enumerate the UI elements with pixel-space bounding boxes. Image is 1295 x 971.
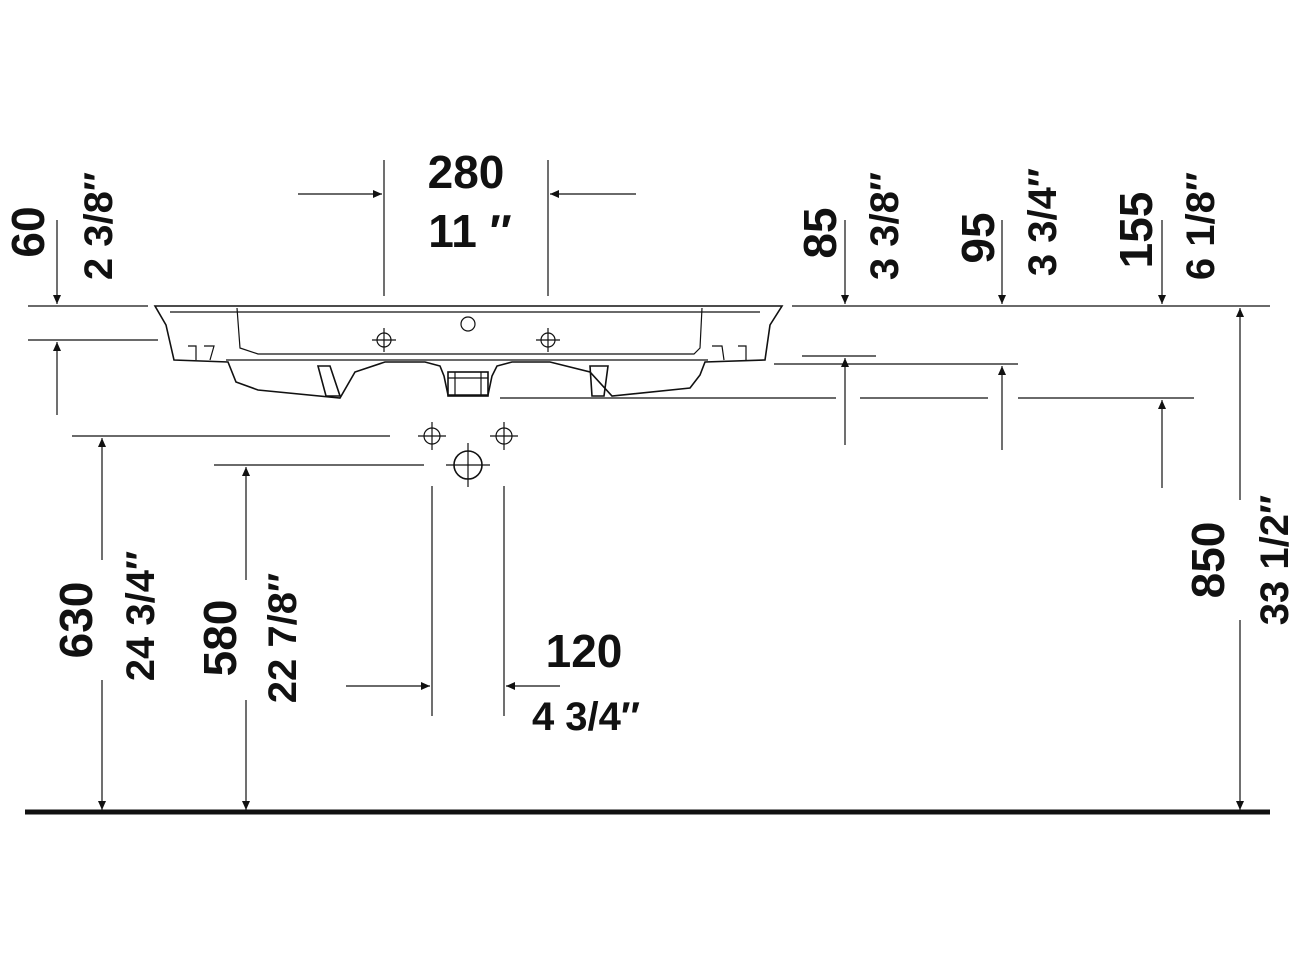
dim-95-inch: 3 3/4″ [1021, 168, 1065, 276]
dim-120-mm: 120 [546, 625, 623, 677]
dim-60-mm: 60 [2, 206, 54, 257]
dim-280-mm: 280 [428, 146, 505, 198]
dimension-630: 630 24 3/4″ [50, 438, 163, 810]
dim-580-inch: 22 7/8″ [261, 573, 305, 703]
dimension-95: 95 3 3/4″ [952, 168, 1065, 450]
dim-95-mm: 95 [952, 212, 1004, 263]
dim-280-inch: 11 ″ [428, 205, 511, 257]
dim-630-mm: 630 [50, 582, 102, 659]
dim-630-inch: 24 3/4″ [119, 551, 163, 681]
dim-850-inch: 33 1/2″ [1253, 495, 1295, 625]
dimension-580: 580 22 7/8″ [194, 467, 305, 810]
dim-580-mm: 580 [194, 600, 246, 677]
connection-symbols [72, 422, 518, 716]
dimension-155: 155 6 1/8″ [1110, 172, 1223, 488]
dim-850-mm: 850 [1182, 522, 1234, 599]
dim-85-inch: 3 3/8″ [863, 172, 907, 280]
dim-120-inch: 4 3/4″ [532, 695, 640, 739]
dim-60-inch: 2 3/8″ [77, 172, 121, 280]
dim-155-mm: 155 [1110, 192, 1162, 269]
dim-85-mm: 85 [794, 207, 846, 258]
washbasin-side-view [153, 305, 784, 399]
dimension-280: 280 11 ″ [298, 146, 636, 296]
dimension-85: 85 3 3/8″ [794, 172, 907, 445]
dim-155-inch: 6 1/8″ [1179, 172, 1223, 280]
dimension-120: 120 4 3/4″ [346, 625, 640, 739]
dimension-60: 60 2 3/8″ [2, 172, 121, 415]
dimension-850: 850 33 1/2″ [1182, 308, 1295, 810]
